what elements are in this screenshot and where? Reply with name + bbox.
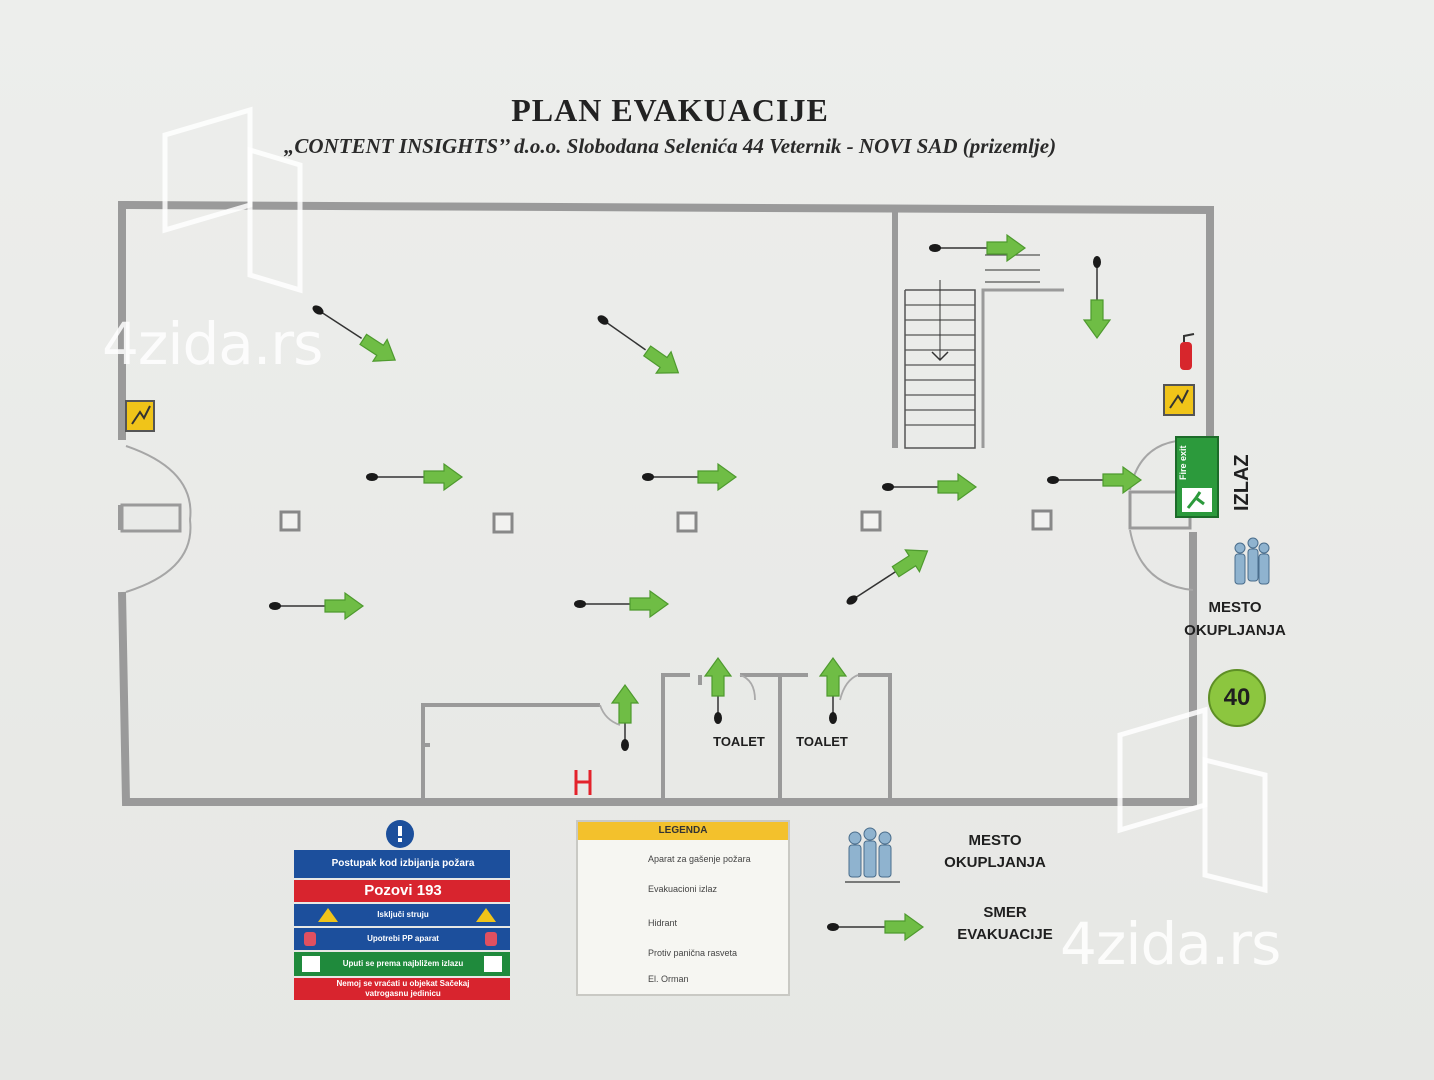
assembly-point-label-line1: MESTO: [1208, 599, 1262, 616]
staircase: [892, 210, 1064, 449]
page-title: PLAN EVAKUACIJE: [511, 92, 829, 128]
legend-item-exit: Evakuacioni izlaz: [648, 884, 718, 894]
legend-item-el-cabinet: El. Orman: [648, 974, 689, 984]
number-badge: [1208, 669, 1266, 727]
key-assembly-icon: [845, 827, 900, 883]
key-direction-line1: SMER: [983, 904, 1027, 921]
legend-item-hydrant: Hidrant: [648, 918, 678, 928]
toilet-doors: [599, 674, 859, 726]
left-door: [120, 445, 192, 593]
fire-exit-sign-text: Fire exit: [1178, 445, 1188, 481]
watermark-text-2: 4zida.rs: [1060, 910, 1281, 978]
legend-item-panic-light: Protiv panična rasveta: [648, 948, 738, 958]
instruction-step-1: Pozovi 193: [364, 882, 442, 899]
instructions-title: Postupak kod izbijanja požara: [331, 858, 475, 869]
hydrant-icon: [574, 770, 592, 795]
lower-rooms: [421, 673, 892, 802]
number-badge-text: 40: [1223, 684, 1251, 711]
instruction-step-5: Nemoj se vraćati u objekat Sačekaj vatro…: [336, 979, 470, 998]
key-direction-icon: [826, 913, 924, 941]
fire-extinguisher-icon: [1180, 333, 1195, 370]
assembly-point-label-line2: OKUPLJANJA: [1184, 622, 1286, 639]
instruction-step-4: Uputi se prema najbližem izlazu: [342, 959, 464, 968]
outer-walls: [118, 200, 1214, 806]
instruction-step-3: Upotrebi PP aparat: [367, 934, 439, 943]
assembly-point-icon: [1234, 537, 1270, 585]
evacuation-routes: [268, 234, 1142, 752]
key-assembly-line1: MESTO: [968, 832, 1022, 849]
page-subtitle: „CONTENT INSIGHTS’’ d.o.o. Slobodana Sel…: [283, 134, 1057, 158]
key-direction-line2: EVAKUACIJE: [957, 926, 1053, 943]
legend-item-extinguisher: Aparat za gašenje požara: [648, 854, 751, 864]
watermark-logo-icon: [162, 106, 1268, 894]
hydrant-symbol-text: H: [570, 764, 596, 765]
toilet-label-2: TOALET: [796, 734, 848, 749]
watermark-text: 4zida.rs: [102, 310, 323, 378]
legend-title: LEGENDA: [578, 822, 788, 840]
columns: [279, 509, 1053, 534]
instruction-step-2: Isključi struju: [377, 910, 429, 919]
exit-label: IZLAZ: [1231, 454, 1253, 512]
key-assembly-line2: OKUPLJANJA: [944, 854, 1046, 871]
electrical-cabinet-icon: [125, 384, 1195, 432]
instructions-board: [294, 820, 510, 1000]
instructions-panel: Postupak kod izbijanja požara Pozovi 193…: [292, 820, 514, 1002]
fire-exit-sign-icon: [1175, 436, 1219, 518]
toilet-label-1: TOALET: [713, 734, 765, 749]
legend-panel: LEGENDA Aparat za gašenje požara Evakuac…: [576, 820, 790, 996]
